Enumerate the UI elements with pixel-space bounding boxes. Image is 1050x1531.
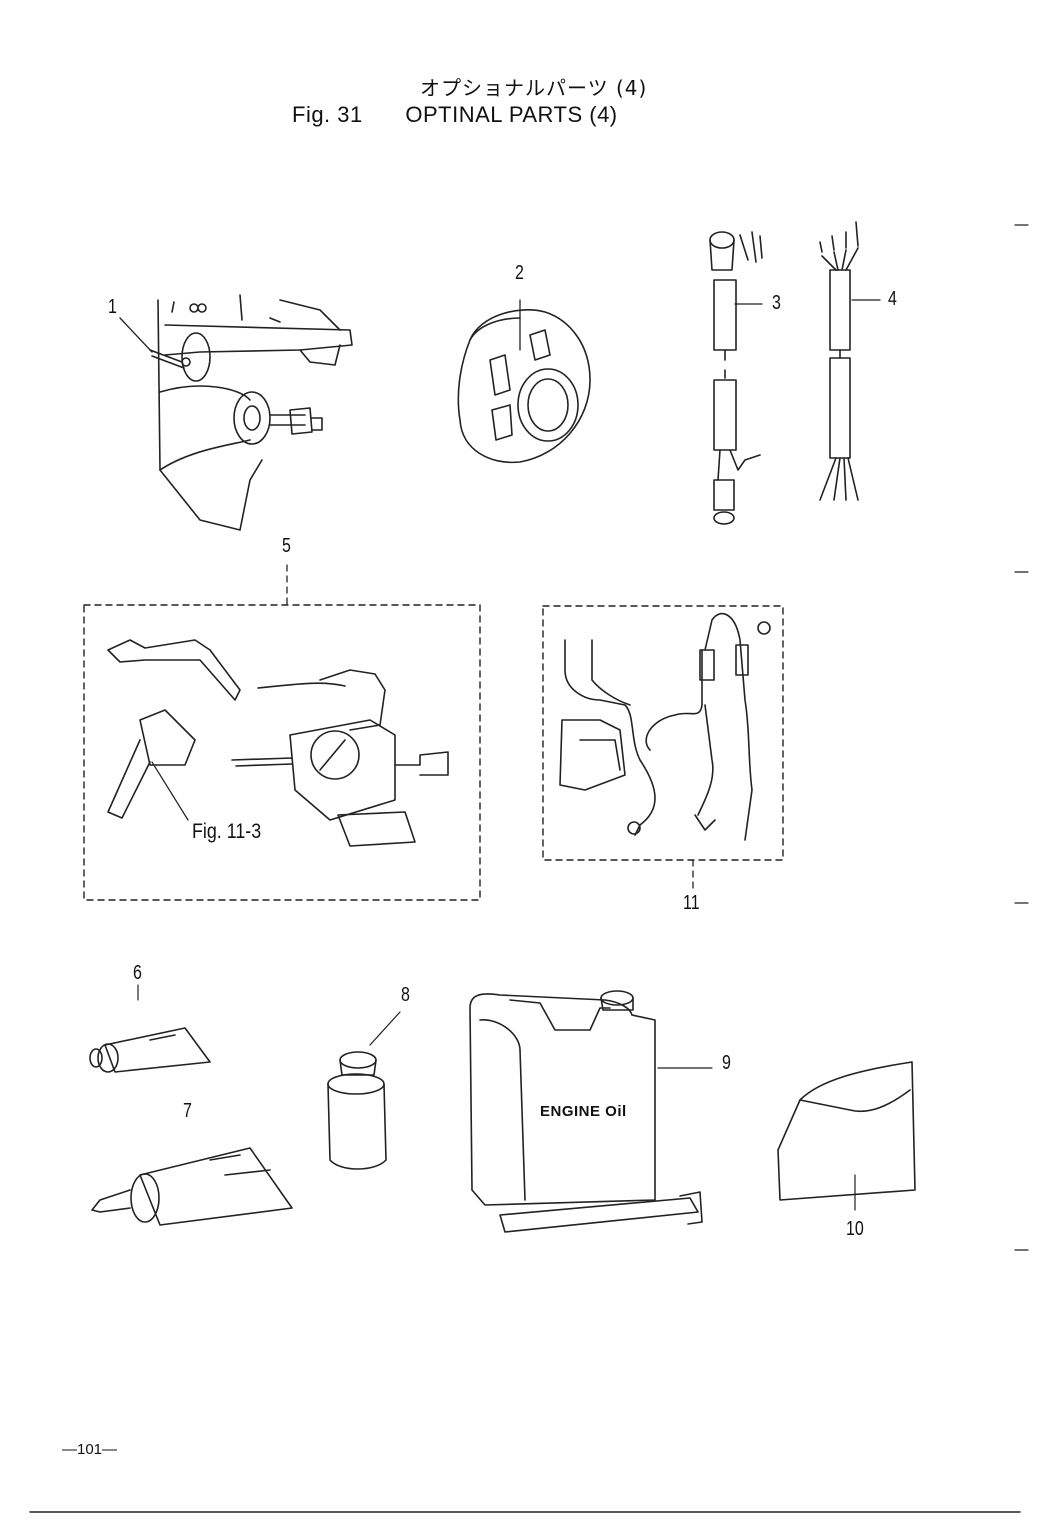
margin-marks <box>29 224 1029 1513</box>
page-title-japanese: オプショナルパーツ (4) <box>420 76 648 100</box>
callout-9: 9 <box>722 1052 731 1074</box>
callout-1: 1 <box>108 296 117 318</box>
part-10-pouch <box>777 1061 916 1211</box>
part-9-oil-container <box>469 990 713 1233</box>
callout-11: 11 <box>683 892 700 914</box>
page-number: —101— <box>62 1441 118 1458</box>
part-11-ignition-harness <box>542 605 784 891</box>
callout-6: 6 <box>133 962 142 984</box>
page-title: Fig. 31 OPTINAL PARTS (4) <box>292 102 618 128</box>
part-7-sealant-tube <box>91 1147 293 1226</box>
part-2-hub <box>457 299 591 464</box>
callout-2: 2 <box>515 262 524 284</box>
part-8-spray-can <box>327 1011 401 1170</box>
callout-10: 10 <box>846 1218 864 1240</box>
figure-reference: Fig. 11-3 <box>192 820 262 843</box>
figure-number: Fig. 31 <box>292 102 363 127</box>
callout-8: 8 <box>401 984 410 1006</box>
figure-title: OPTINAL PARTS (4) <box>405 102 618 127</box>
callout-3: 3 <box>772 292 781 314</box>
callout-5: 5 <box>282 535 291 557</box>
part-6-grease-tube <box>89 984 211 1073</box>
part-5-remote-control <box>83 564 481 901</box>
part-4-harness <box>819 221 881 501</box>
part-3-harness <box>709 231 763 525</box>
callout-4: 4 <box>888 288 897 310</box>
callout-7: 7 <box>183 1100 192 1122</box>
product-label: ENGINE Oil <box>540 1103 627 1120</box>
part-1-gearcase <box>119 294 353 531</box>
